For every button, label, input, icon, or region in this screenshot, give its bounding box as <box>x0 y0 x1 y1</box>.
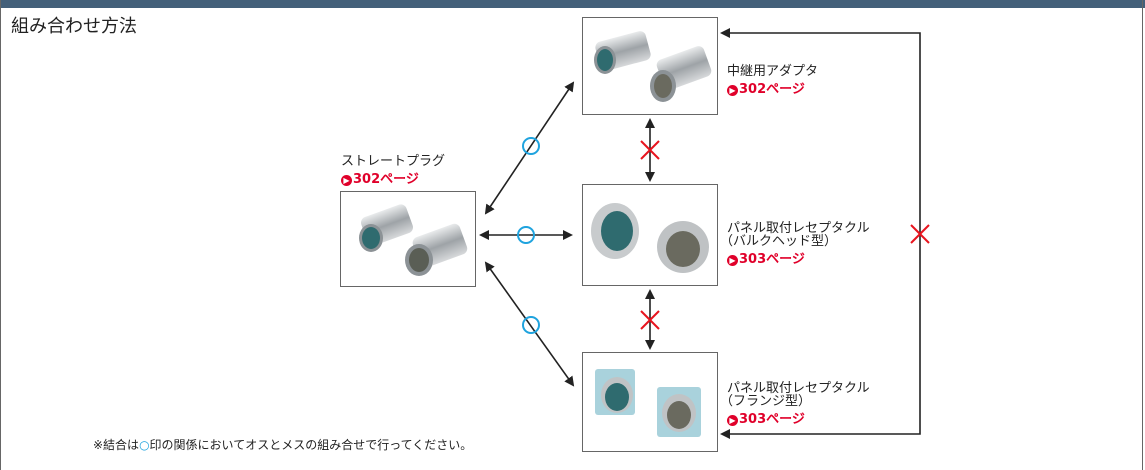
relay-adapter-page-link[interactable]: ▶302ページ <box>727 78 805 97</box>
panel-flange-page-ref: 303ページ <box>739 412 805 427</box>
panel-flange-label-1: パネル取付レセプタクル <box>727 381 870 396</box>
straight-plug-page-link[interactable]: ▶302ページ <box>341 168 419 187</box>
panel-bulkhead-page-ref: 303ページ <box>739 252 805 267</box>
panel-bulkhead-label-2: （バルクヘッド型） <box>720 234 838 249</box>
ng-cross-icon <box>640 140 660 160</box>
plug-flange-arrow <box>484 261 575 387</box>
arrow-right-icon: ▶ <box>727 415 738 426</box>
connection-diagram <box>479 28 930 439</box>
footnote: ※結合は○印の関係においてオスとメスの組み合せで行ってください。 <box>93 436 472 453</box>
arrow-right-icon: ▶ <box>727 255 738 266</box>
ng-cross-icon <box>640 310 660 330</box>
relay-adapter-label: 中継用アダプタ <box>727 64 819 79</box>
ok-circle-icon <box>522 137 540 155</box>
arrow-right-icon: ▶ <box>341 175 352 186</box>
panel-flange-box <box>582 352 718 452</box>
plug-adapter-arrow <box>484 81 575 215</box>
relay-adapter-box <box>582 17 718 115</box>
ok-circle-symbol: ○ <box>139 438 150 452</box>
adapter-flange-arrow <box>720 28 921 439</box>
relay-adapter-page-ref: 302ページ <box>739 82 805 97</box>
relay-adapter-image <box>594 31 712 102</box>
panel-flange-page-link[interactable]: ▶303ページ <box>727 408 805 427</box>
panel-bulkhead-label-1: パネル取付レセプタクル <box>727 221 870 236</box>
footnote-suffix: 印の関係においてオスとメスの組み合せで行ってください。 <box>149 438 473 452</box>
panel-flange-label-2: （フランジ型） <box>720 394 812 409</box>
panel-bulkhead-page-link[interactable]: ▶303ページ <box>727 248 805 267</box>
panel-bulkhead-box <box>582 184 718 286</box>
page-title: 組み合わせ方法 <box>11 16 137 37</box>
panel-bulkhead-image <box>591 203 709 273</box>
straight-plug-image <box>359 204 468 276</box>
straight-plug-box <box>340 191 476 287</box>
panel-flange-image <box>595 369 701 437</box>
header-bar <box>0 0 1145 8</box>
ng-cross-icon <box>910 224 930 244</box>
footnote-prefix: ※結合は <box>93 438 140 452</box>
arrow-right-icon: ▶ <box>727 85 738 96</box>
ok-circle-icon <box>522 316 540 334</box>
ok-circle-icon <box>517 226 535 244</box>
straight-plug-label: ストレートプラグ <box>341 154 446 169</box>
straight-plug-page-ref: 302ページ <box>353 172 419 187</box>
